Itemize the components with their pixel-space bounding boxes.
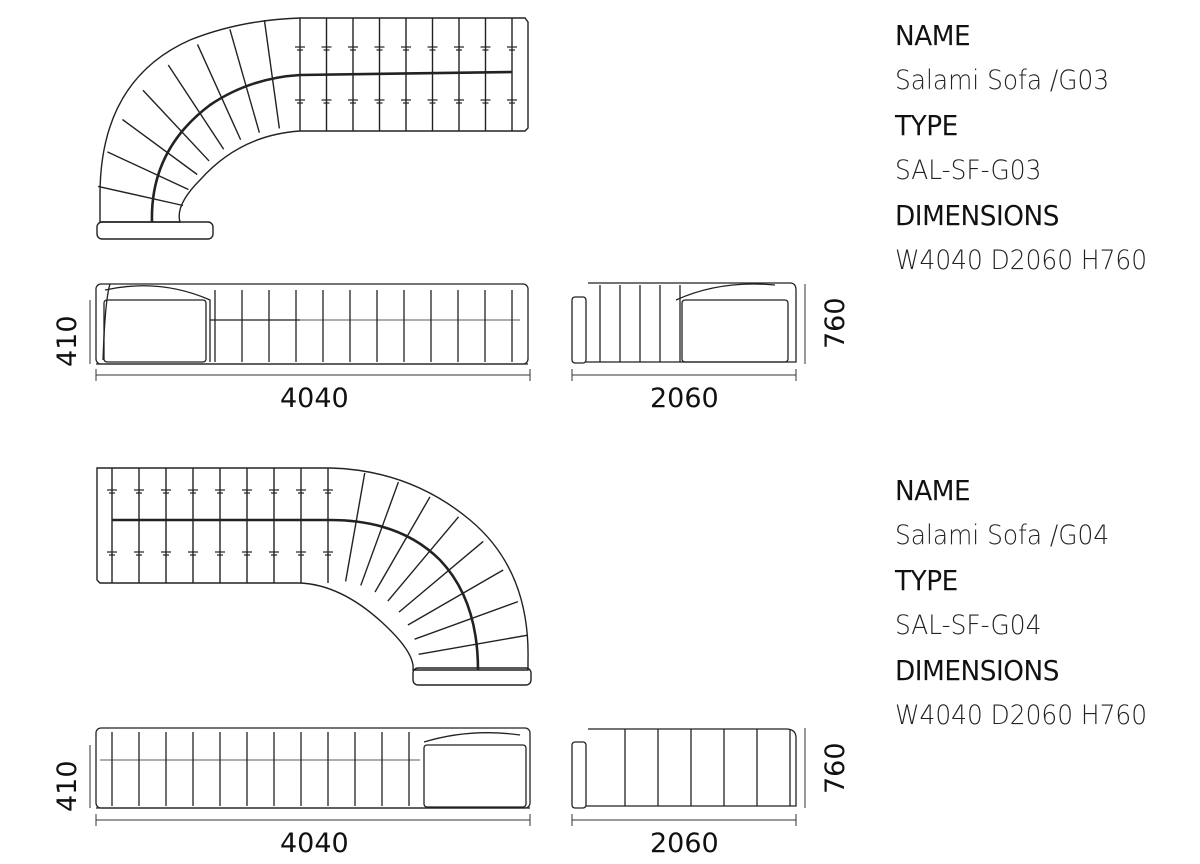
drawing-line: [107, 151, 189, 191]
g03-side-view: [571, 282, 797, 364]
g04-info-panel: NAME Salami Sofa /G04 TYPE SAL-SF-G04 DI…: [895, 476, 1195, 746]
drawing-line: [387, 516, 460, 602]
drawing-line: [418, 634, 528, 656]
g04-depth-dim: 2060: [650, 828, 719, 859]
drawing-line: [167, 64, 225, 150]
g04-width-dim: 4040: [280, 828, 349, 859]
g04-front-view: [95, 727, 531, 809]
g04-height-dim: 760: [820, 742, 851, 794]
g03-height-dim: 760: [820, 297, 851, 349]
dimensions-label: DIMENSIONS: [895, 199, 1059, 232]
g04-seat-height-dim: 410: [52, 760, 83, 812]
type-label: TYPE: [895, 564, 958, 597]
drawing-line: [344, 472, 366, 582]
g03-front-view: [95, 283, 529, 365]
product-name: Salami Sofa /G03: [895, 65, 1110, 96]
drawing-line: [122, 118, 198, 176]
drawing-line: [414, 600, 519, 640]
g03-info-panel: NAME Salami Sofa /G03 TYPE SAL-SF-G03 DI…: [895, 21, 1195, 291]
drawing-line: [263, 20, 281, 129]
dimensions-label: DIMENSIONS: [895, 654, 1059, 687]
g03-seat-height-dim: 410: [52, 315, 83, 367]
g04-plan-view: [96, 467, 532, 686]
name-label: NAME: [895, 474, 971, 507]
g03-dimension-lines: [89, 284, 806, 381]
drawing-line: [229, 29, 261, 133]
g04-dimension-lines: [89, 728, 806, 826]
product-dimensions: W4040 D2060 H760: [895, 700, 1148, 731]
drawing-line: [97, 185, 184, 207]
drawing-line: [407, 569, 504, 626]
drawing-line: [142, 89, 210, 162]
g03-depth-dim: 2060: [650, 383, 719, 414]
name-label: NAME: [895, 19, 971, 52]
drawing-line: [398, 540, 484, 613]
drawing-line: [374, 496, 431, 593]
g04-side-view: [571, 728, 797, 809]
product-type: SAL-SF-G04: [895, 610, 1042, 641]
g03-plan-view: [96, 17, 529, 240]
g03-width-dim: 4040: [280, 383, 349, 414]
product-type: SAL-SF-G03: [895, 155, 1042, 186]
product-dimensions: W4040 D2060 H760: [895, 245, 1148, 276]
drawing-line: [196, 44, 242, 141]
type-label: TYPE: [895, 109, 958, 142]
drawing-line: [360, 481, 400, 586]
product-name: Salami Sofa /G04: [895, 520, 1110, 551]
